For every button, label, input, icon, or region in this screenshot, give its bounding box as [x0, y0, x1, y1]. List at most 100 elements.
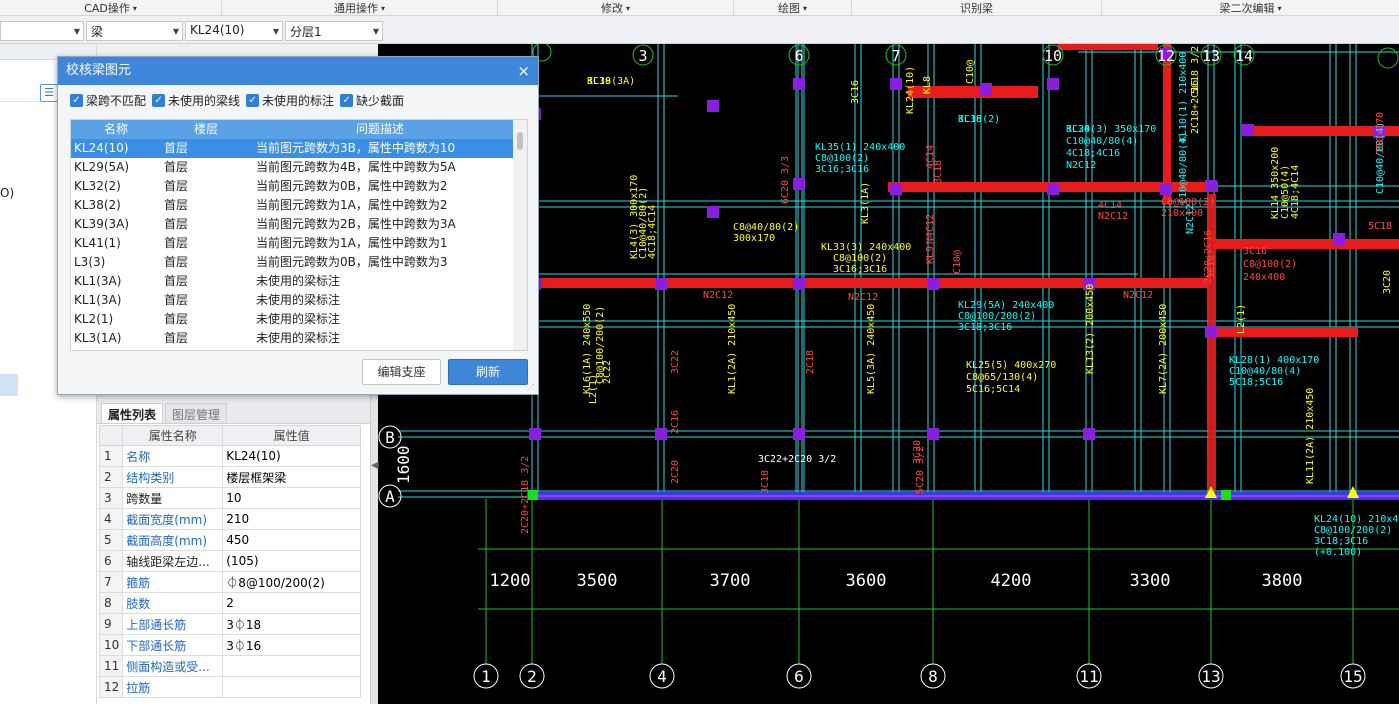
property-value[interactable] — [222, 655, 361, 677]
tree-item-partial[interactable]: O) — [0, 186, 15, 200]
filter-checkbox[interactable]: ✓未使用的标注 — [246, 92, 334, 109]
ribbon-group-label: 修改 — [600, 1, 623, 15]
element-name-combo[interactable]: KL24(10)▼ — [185, 21, 283, 41]
beam-annotation: C10@50(4) — [1280, 165, 1291, 219]
axis-bubble — [649, 663, 675, 689]
table-row[interactable]: KL38(2)首层当前图元跨数为1A，属性中跨数为2 — [71, 196, 527, 215]
element-name-value: KL24(10) — [190, 23, 245, 37]
table-row[interactable]: KL2(1)首层未使用的梁标注 — [71, 310, 527, 329]
checkbox-checked-icon[interactable]: ✓ — [246, 93, 260, 107]
table-row[interactable]: KL1(3A)首层未使用的梁标注 — [71, 291, 527, 310]
table-row[interactable]: KL41(1)首层当前图元跨数为1A，属性中跨数为1 — [71, 234, 527, 253]
property-value[interactable]: 450 — [222, 529, 361, 551]
filter-checkbox[interactable]: ✓梁跨不匹配 — [70, 92, 146, 109]
property-value[interactable]: KL24(10) — [222, 445, 361, 467]
axis-label: 13 — [1202, 47, 1220, 65]
column-marker — [655, 278, 667, 290]
tab-layer-management[interactable]: 图层管理 — [165, 403, 228, 423]
dimension-text: 3600 — [846, 571, 887, 591]
checkbox-checked-icon[interactable]: ✓ — [70, 93, 83, 107]
property-value[interactable]: 2 — [222, 592, 361, 614]
property-name: 截面高度(mm) — [122, 529, 224, 551]
beam-annotation: C8@100(2) — [1161, 197, 1215, 208]
row-number: 7 — [98, 571, 124, 593]
property-value[interactable]: 3⏀16 — [222, 634, 361, 656]
axis-bubble — [378, 425, 402, 449]
dimension-text: 3700 — [710, 571, 751, 591]
ribbon-group-identify-beam[interactable]: 识别梁 — [852, 0, 1102, 16]
beam-annotation: KL3(1A) — [860, 182, 871, 224]
column-marker — [1160, 48, 1172, 60]
filter-checkbox[interactable]: ✓未使用的梁线 — [152, 92, 240, 109]
scrollbar-thumb[interactable] — [517, 132, 523, 150]
close-icon[interactable]: × — [517, 62, 530, 80]
layer-combo[interactable]: 分层1▼ — [285, 21, 383, 41]
tab-property-list[interactable]: 属性列表 — [101, 403, 164, 423]
panel-splitter[interactable]: ◀ — [370, 395, 379, 704]
table-row[interactable]: L3(3)首层当前图元跨数为0B，属性中跨数为3 — [71, 253, 527, 272]
collapse-arrow-icon[interactable]: ◀ — [371, 460, 379, 471]
element-type-combo[interactable]: 梁▼ — [86, 21, 183, 41]
ribbon-group-draw[interactable]: 绘图▾ — [734, 0, 852, 16]
property-value[interactable]: 210 — [222, 508, 361, 530]
table-row[interactable]: KL39(3A)首层当前图元跨数为2B，属性中跨数为3A — [71, 215, 527, 234]
table-row[interactable]: KL29(5A)首层当前图元跨数为4B，属性中跨数为5A — [71, 158, 527, 177]
ribbon-group-cad[interactable]: CAD操作▾ — [0, 0, 222, 16]
axis-bubble — [378, 484, 402, 508]
dialog-titlebar[interactable]: 校核梁图元 × — [58, 57, 538, 85]
chevron-down-icon: ▾ — [1277, 3, 1282, 13]
column-marker — [655, 428, 667, 440]
column-marker — [707, 206, 719, 218]
refresh-button[interactable]: 刷新 — [448, 359, 528, 385]
filter-checkbox[interactable]: ✓缺少截面 — [340, 92, 404, 109]
property-value[interactable] — [222, 676, 361, 698]
beam-annotation: 2C18+2C16 — [1190, 80, 1201, 134]
beam-annotation: KL38(2) — [958, 114, 1000, 125]
edit-support-button[interactable]: 编辑支座 — [362, 359, 441, 385]
table-row[interactable]: KL1(3A)首层未使用的梁标注 — [71, 272, 527, 291]
property-name-header: 属性名称 — [122, 425, 224, 446]
axis-bubble — [473, 663, 499, 689]
cell-floor: 首层 — [164, 312, 189, 326]
property-value[interactable]: 3⏀18 — [222, 613, 361, 635]
floor-combo[interactable]: ▼ — [0, 21, 84, 41]
table-row[interactable]: KL24(10)首层当前图元跨数为3B，属性中跨数为10 — [71, 139, 527, 158]
ribbon-group-beam-secondary-edit[interactable]: 梁二次编辑▾ — [1102, 0, 1399, 16]
property-value[interactable]: ⏀8@100/200(2) — [222, 571, 361, 593]
beam-annotation: 2C20 — [670, 460, 681, 484]
column-marker — [1047, 78, 1059, 90]
grid-scrollbar[interactable] — [513, 120, 527, 350]
property-value[interactable]: 10 — [222, 487, 361, 509]
ribbon-group-modify[interactable]: 修改▾ — [498, 0, 734, 16]
resize-grip-icon[interactable]: ⋰ — [528, 383, 535, 391]
dimension-text: 4200 — [991, 571, 1032, 591]
property-name: 轴线距梁左边... — [122, 550, 224, 572]
property-value[interactable]: (105) — [222, 550, 361, 572]
ribbon-group-general[interactable]: 通用操作▾ — [222, 0, 498, 16]
table-row[interactable]: KL3(1A)首层未使用的梁标注 — [71, 329, 527, 348]
cell-floor: 首层 — [164, 198, 189, 212]
axis-label: 4 — [657, 667, 667, 686]
checkbox-checked-icon[interactable]: ✓ — [340, 93, 354, 107]
property-value[interactable]: 楼层框架梁 — [222, 466, 361, 488]
grid-header: 名称 楼层 问题描述 — [71, 120, 527, 139]
axis-bubble — [885, 44, 907, 66]
checkbox-checked-icon[interactable]: ✓ — [152, 93, 166, 107]
tree-item-selected[interactable] — [0, 374, 18, 396]
list-view-icon[interactable]: ☰ — [40, 84, 58, 102]
table-row[interactable]: KL32(2)首层当前图元跨数为0B，属性中跨数为2 — [71, 177, 527, 196]
